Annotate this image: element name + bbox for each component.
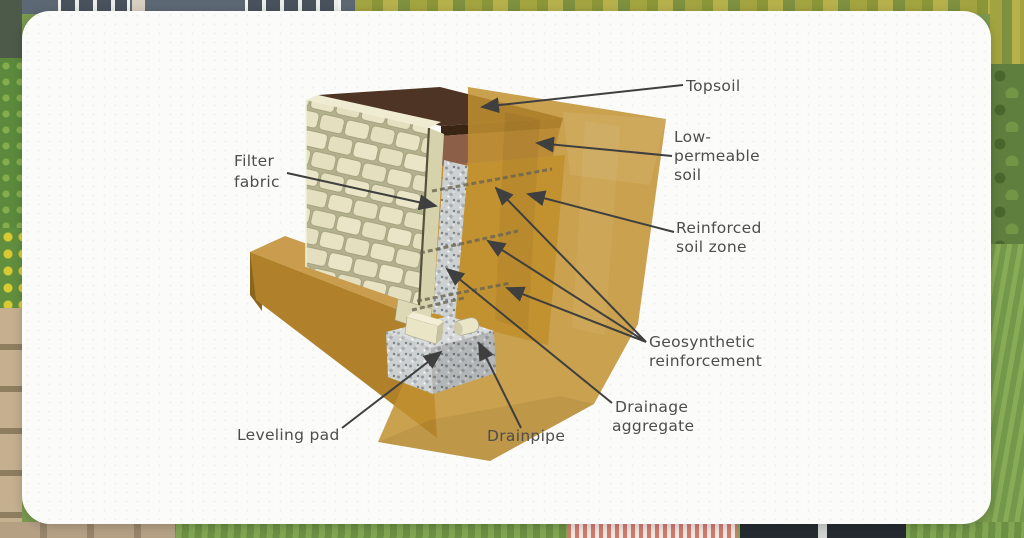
leader-geogrid-1 [494,186,647,343]
pad-front [386,332,433,394]
lawn [990,244,1024,538]
leader-geogrid-2 [486,239,647,343]
leader-leveling-pad [341,350,443,429]
yellow-flowers [0,228,22,308]
label-leveling-pad: Leveling pad [237,426,340,444]
house-window [58,0,130,12]
leader-filter-fabric [286,172,438,211]
wall-cut-face [419,128,444,314]
leader-lines [286,84,684,429]
leader-topsoil [480,84,684,114]
soil-wedge-band-light [572,121,620,335]
drainage-aggregate-column [433,160,468,320]
hedge-foliage [990,0,1024,64]
label-low-permeable-soil: Low- permeable soil [674,128,765,184]
base-block-side [436,321,444,344]
diagram-labels: Topsoil Low- permeable soil Reinforced s… [234,77,767,445]
lawn-strip [0,58,22,228]
label-reinforced-soil-zone: Reinforced soil zone [676,219,767,256]
low-permeable-shadow [441,134,470,166]
wall-corner-shadow [417,127,431,307]
soil-wedge-foot-shadow [378,396,594,461]
boot-gap [818,522,827,538]
base-block-unit [404,312,444,345]
right-garden-strip [990,0,1024,538]
striped-skirt [567,522,738,538]
geogrid-layers [411,167,553,312]
hedge-foliage [355,0,1024,14]
leader-drainage-aggregate [445,267,613,404]
geogrid-layer-1 [431,167,553,193]
tree-trunk [132,0,145,14]
geogrid-layer-2 [419,229,519,255]
drainpipe [453,317,480,336]
hedge [990,64,1024,244]
stone-wall [0,308,22,538]
leader-drainpipe [478,341,522,429]
leader-low-permeable [535,136,673,157]
left-garden-strip [0,0,22,538]
geogrid-layer-4 [411,296,465,312]
label-topsoil: Topsoil [685,77,740,95]
house-window [245,0,341,12]
label-filter-fabric: Filter fabric [234,152,280,191]
stone-path [0,522,175,538]
label-geosynthetic-reinforcement: Geosynthetic reinforcement [649,333,762,370]
wall-cap [306,95,441,128]
base-block-top [407,312,444,326]
leader-reinforced-zone [526,190,675,233]
leader-geogrid-3 [505,286,647,343]
soil-wedge-band-dark [495,112,540,330]
wall-block-face [306,100,429,306]
shade-foliage [0,0,22,58]
label-drainage-aggregate: Drainage aggregate [612,398,694,435]
soil-wedge-highlight [563,112,666,185]
label-drainpipe: Drainpipe [487,427,565,445]
drainpipe-opening [453,322,463,335]
